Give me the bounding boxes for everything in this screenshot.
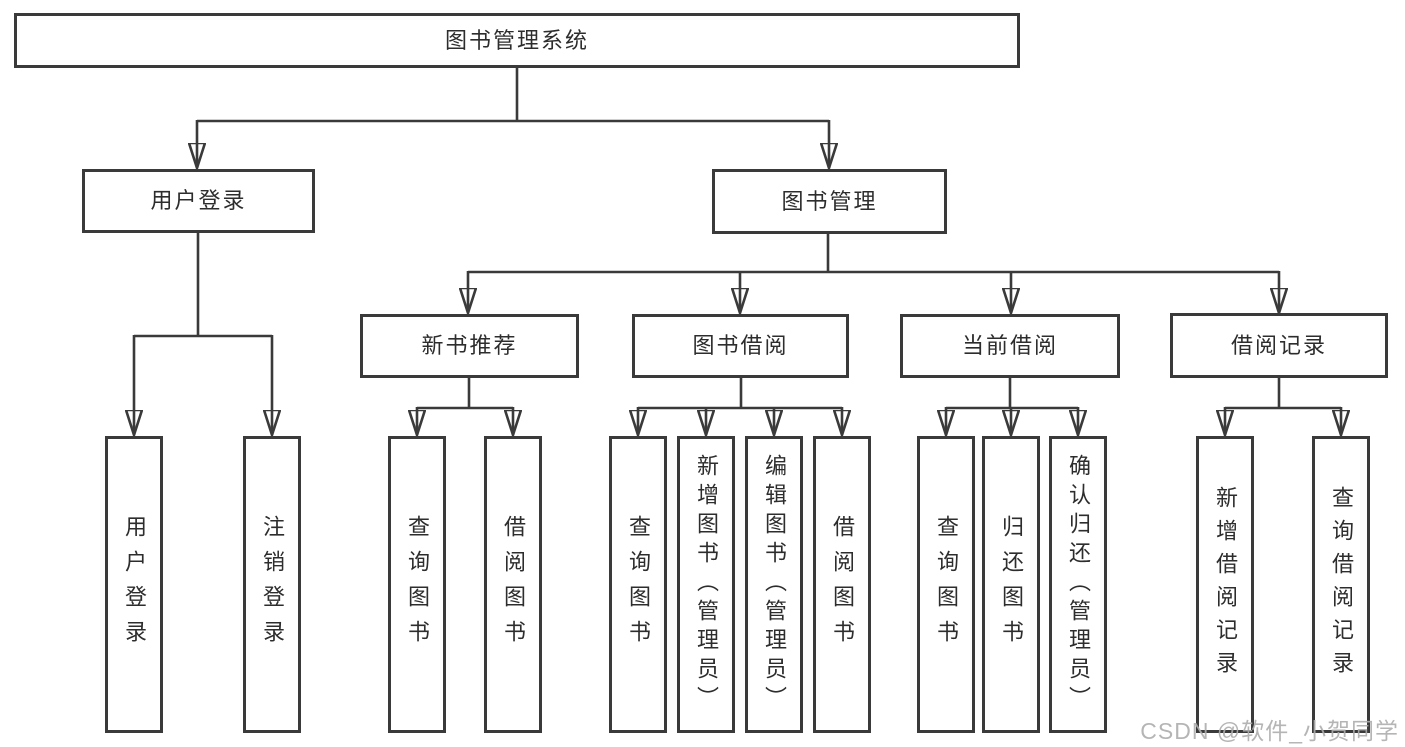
- node-root-system: 图书管理系统: [14, 13, 1020, 68]
- leaf-records-query-record: 查询借阅记录: [1312, 436, 1370, 733]
- node-book-borrowing: 图书借阅: [632, 314, 849, 378]
- leaf-logout: 注销登录: [243, 436, 301, 733]
- node-new-book-recommendation: 新书推荐: [360, 314, 579, 378]
- leaf-rec-query-books: 查询图书: [388, 436, 446, 733]
- leaf-borrow-borrow-books: 借阅图书: [813, 436, 871, 733]
- csdn-watermark: CSDN @软件_小贺同学: [1140, 718, 1399, 744]
- leaf-current-return-books: 归还图书: [982, 436, 1040, 733]
- node-borrowing-records: 借阅记录: [1170, 313, 1388, 378]
- node-user-login: 用户登录: [82, 169, 315, 233]
- leaf-rec-borrow-books: 借阅图书: [484, 436, 542, 733]
- leaf-borrow-add-books-admin: 新增图书（管理员）: [677, 436, 735, 733]
- leaf-current-query-books: 查询图书: [917, 436, 975, 733]
- leaf-borrow-edit-books-admin: 编辑图书（管理员）: [745, 436, 803, 733]
- leaf-current-confirm-return-admin: 确认归还（管理员）: [1049, 436, 1107, 733]
- node-book-management: 图书管理: [712, 169, 947, 234]
- leaf-user-login: 用户登录: [105, 436, 163, 733]
- leaf-borrow-query-books: 查询图书: [609, 436, 667, 733]
- node-current-borrowing: 当前借阅: [900, 314, 1120, 378]
- leaf-records-add-record: 新增借阅记录: [1196, 436, 1254, 733]
